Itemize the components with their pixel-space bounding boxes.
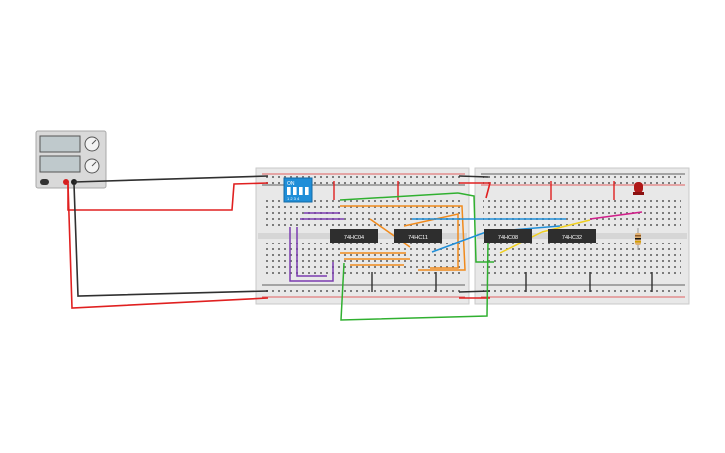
wire-black-bottom[interactable] xyxy=(73,183,269,297)
dip-switch-positions: 1 2 3 4 xyxy=(287,196,300,201)
dip-switch-3[interactable] xyxy=(299,187,303,195)
wire-green-1[interactable] xyxy=(339,192,459,201)
rail-jumpers[interactable] xyxy=(333,181,653,292)
wire-orange-1[interactable] xyxy=(340,205,466,271)
chip-u3[interactable]: 74HC08 xyxy=(484,229,532,243)
dip-switch-2[interactable] xyxy=(293,187,297,195)
chip-u1[interactable]: 74HC04 xyxy=(330,229,378,243)
chip-label: 74HC11 xyxy=(408,235,428,241)
dip-switch[interactable]: ON 1 2 3 4 xyxy=(283,177,313,203)
wire-purple-4[interactable] xyxy=(296,227,327,277)
power-button[interactable] xyxy=(40,179,49,185)
wire-bridge-red-top[interactable] xyxy=(459,182,492,199)
chip-label: 74HC32 xyxy=(562,235,582,241)
wire-purple-3[interactable] xyxy=(289,227,334,282)
wire-bridge-black-top[interactable] xyxy=(458,175,489,178)
display-bottom xyxy=(39,155,81,173)
power-wires[interactable] xyxy=(67,175,492,309)
chip-label: 74HC04 xyxy=(344,235,364,241)
chip-u2[interactable]: 74HC11 xyxy=(394,229,442,243)
resistor[interactable] xyxy=(635,228,641,250)
wire-black-top[interactable] xyxy=(73,175,269,183)
wire-orange-6[interactable] xyxy=(403,213,459,269)
power-supply[interactable] xyxy=(35,130,107,189)
dip-switch-label: ON xyxy=(287,181,295,187)
chip-label: 74HC08 xyxy=(498,235,518,241)
dip-switch-4[interactable] xyxy=(305,187,309,195)
wire-magenta-1[interactable] xyxy=(589,211,643,220)
wire-green-3[interactable] xyxy=(457,192,494,263)
led[interactable] xyxy=(633,182,644,195)
wire-red-bottom[interactable] xyxy=(67,183,269,309)
signal-wires[interactable] xyxy=(289,192,643,321)
wire-bridge-black-bottom[interactable] xyxy=(458,290,491,293)
chip-u4[interactable]: 74HC32 xyxy=(548,229,596,243)
wire-green-2[interactable] xyxy=(340,239,489,321)
display-top xyxy=(39,135,81,153)
dip-switch-1[interactable] xyxy=(287,187,291,195)
